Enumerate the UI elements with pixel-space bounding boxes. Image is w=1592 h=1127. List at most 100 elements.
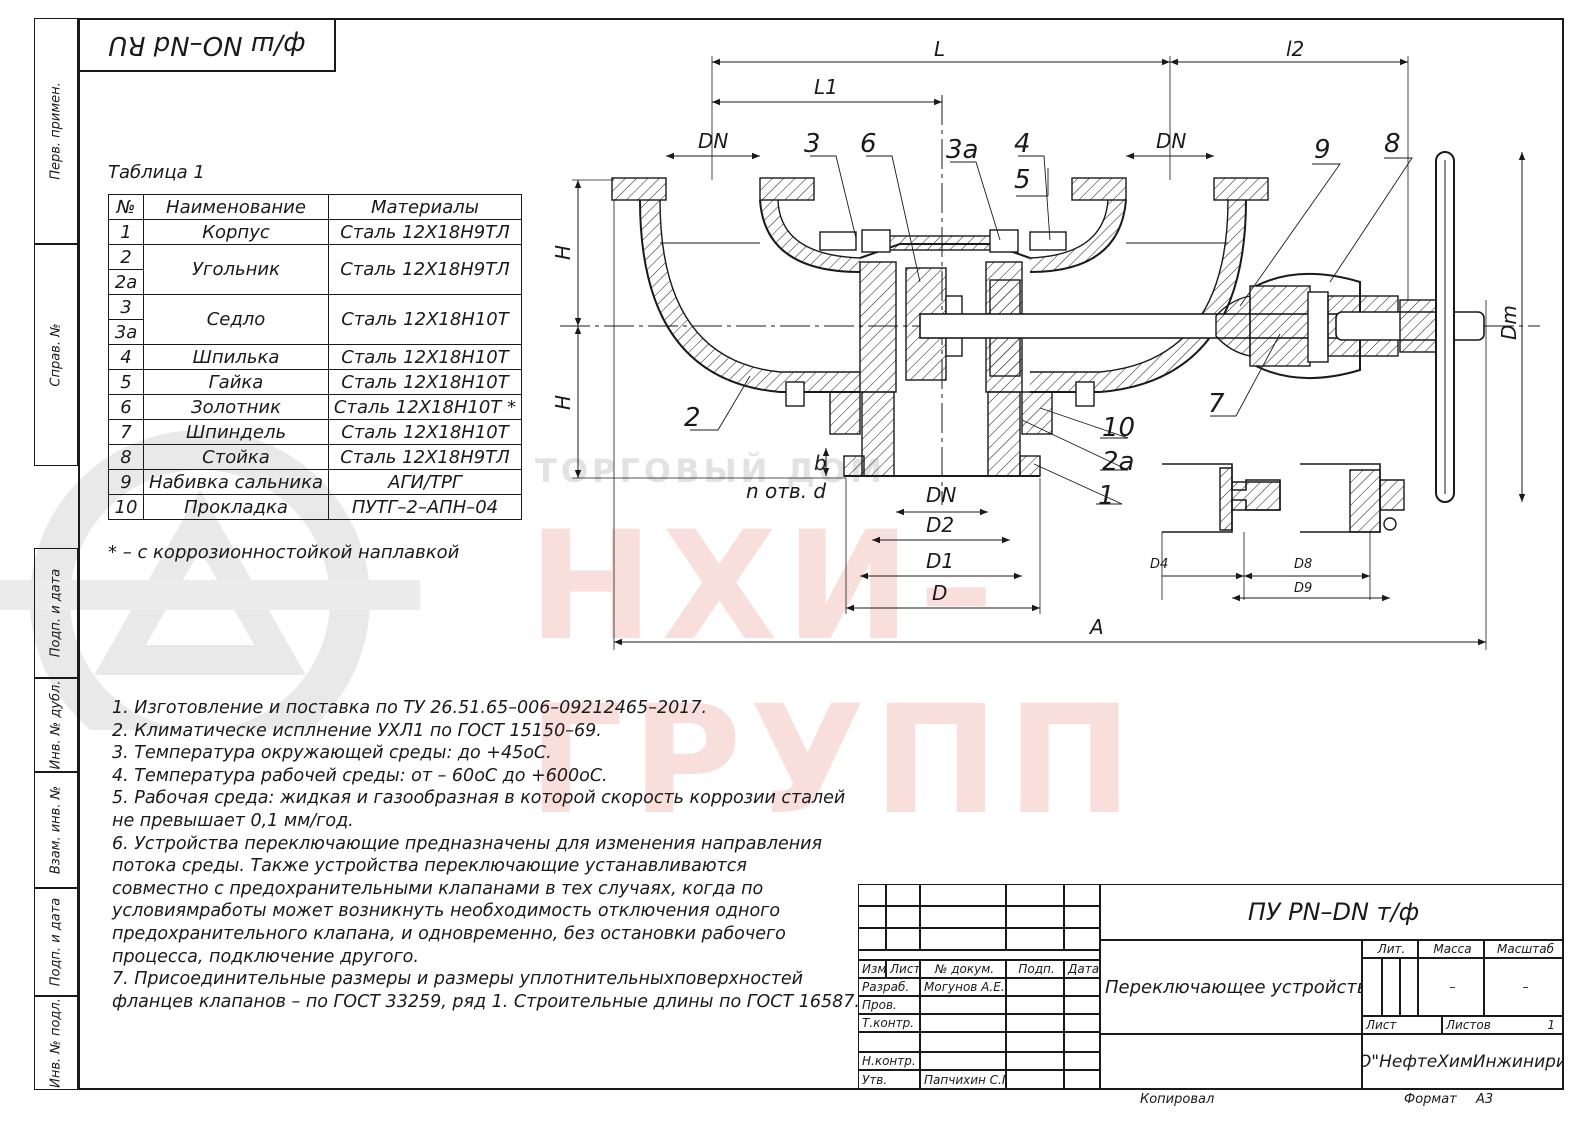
table-row: 2а [108, 269, 522, 295]
dim-H-top: H [551, 245, 575, 260]
table-cell: Сталь 12Х18Н9ТЛ [328, 219, 522, 245]
callout-5: 5 [1014, 165, 1031, 195]
tb-date [1064, 1070, 1100, 1090]
format-label: Формат [1404, 1092, 1457, 1107]
callout-3a: 3а [946, 135, 978, 165]
dim-A: A [1088, 615, 1104, 639]
table-header-num: № [108, 194, 144, 220]
table-cell: 4 [108, 344, 144, 370]
dim-DN-left: DN [698, 129, 728, 153]
tb-person-empty [920, 1032, 1006, 1052]
callout-10: 10 [1102, 413, 1135, 443]
table-cell: Сталь 12Х18Н10Т * [328, 394, 522, 420]
table-cell: 8 [108, 444, 144, 470]
tb-scale-label: Масштаб [1484, 940, 1564, 958]
dim-L: L [934, 37, 945, 61]
dim-D2: D2 [926, 513, 954, 537]
note-line: 6. Устройства переключающие предназначен… [112, 833, 823, 854]
tb-mass-label: Масса [1418, 940, 1484, 958]
tb-sign [1006, 1052, 1064, 1070]
tb-person [920, 1052, 1006, 1070]
tb-grid-cell [920, 884, 1006, 906]
note-line: предохранительного клапана, и одновремен… [112, 923, 786, 944]
table-cell: Корпус [143, 219, 329, 245]
table-cell: АГИ/ТРГ [328, 469, 522, 495]
tb-grid-cell [920, 928, 1006, 950]
tb-sign [1006, 1070, 1064, 1090]
tb-sheets-value: 1 [1547, 1018, 1555, 1032]
tb-sign [1006, 996, 1064, 1014]
dim-D4: D4 [1150, 557, 1168, 572]
callout-7: 7 [1208, 389, 1225, 419]
side-cell-podp-data-2: Подп. и дата [34, 888, 78, 996]
callout-4: 4 [1014, 129, 1031, 159]
tb-lit-label: Лит. [1362, 940, 1418, 958]
tb-date [1064, 978, 1100, 996]
table-cell: 3а [108, 319, 144, 345]
tb-grid-cell [858, 906, 886, 928]
tb-sign [1006, 1032, 1064, 1052]
dim-D1: D1 [926, 549, 954, 573]
tb-grid-cell [1006, 928, 1064, 950]
tb-company: ООО"НефтеХимИнжиниринг" [1362, 1034, 1564, 1090]
tb-lit-cell [1400, 958, 1418, 1016]
tb-grid-cell [1006, 884, 1064, 906]
dim-Dm: Dm [1497, 305, 1521, 340]
table-cell: 2а [108, 269, 144, 295]
table-cell: 10 [108, 494, 144, 520]
note-line: 2. Климатическе исплнение УХЛ1 по ГОСТ 1… [112, 720, 602, 741]
side-cell-podp-data-1: Подп. и дата [34, 548, 78, 678]
table-caption: Таблица 1 [108, 162, 205, 183]
table-cell: 7 [108, 419, 144, 445]
tb-sign [1006, 978, 1064, 996]
dim-DN-right: DN [1156, 129, 1186, 153]
tb-role: Разраб. [858, 978, 920, 996]
tb-sheet-label: Лист [1362, 1016, 1442, 1034]
tb-empty [1100, 1034, 1362, 1090]
side-cell-inv-podl: Инв. № подл. [34, 996, 78, 1090]
note-line: 7. Присоединительные размеры и размеры у… [112, 969, 804, 990]
tb-mass-value: – [1418, 958, 1484, 1016]
tb-sign [1006, 1014, 1064, 1032]
table-cell: Седло [143, 294, 329, 345]
note-line: условиямработы может возникнуть необходи… [112, 901, 781, 922]
tb-person: Папчихин С.Г. [920, 1070, 1006, 1090]
dim-b: b [814, 451, 827, 475]
tb-grid-cell [920, 906, 1006, 928]
tb-date [1064, 1032, 1100, 1052]
table-header-name: Наименование [143, 194, 329, 220]
note-line: не превышает 0,1 мм/год. [112, 810, 354, 831]
tb-role: Н.контр. [858, 1052, 920, 1070]
tb-spacer [858, 950, 1100, 960]
callout-1: 1 [1098, 481, 1115, 511]
table-cell: Стойка [143, 444, 329, 470]
tb-grid-cell [1064, 928, 1100, 950]
tb-col-podp: Подп. [1006, 960, 1064, 978]
tb-col-data: Дата [1064, 960, 1100, 978]
tb-role: Т.контр. [858, 1014, 920, 1032]
callout-9: 9 [1314, 135, 1331, 165]
callout-6: 6 [860, 129, 877, 159]
side-strip: Перв. примен. Справ. № Подп. и дата Инв.… [34, 18, 78, 1090]
table-cell: Гайка [143, 369, 329, 395]
tb-sheets: Листов 1 [1442, 1016, 1564, 1034]
table-row: 3а [108, 319, 522, 345]
tb-grid-cell [1064, 906, 1100, 928]
table-cell: Сталь 12Х18Н10Т [328, 344, 522, 370]
tb-designation: ПУ PN–DN т/ф [1100, 884, 1564, 940]
tb-role-empty [858, 1032, 920, 1052]
dim-l2: l2 [1286, 37, 1304, 61]
dim-D: D [932, 581, 947, 605]
note-line: 3. Температура окружающей среды: до +45о… [112, 743, 552, 764]
tb-role: Пров. [858, 996, 920, 1014]
tb-date [1064, 996, 1100, 1014]
tb-grid-cell [1064, 884, 1100, 906]
table-cell: ПУТГ–2–АПН–04 [328, 494, 522, 520]
